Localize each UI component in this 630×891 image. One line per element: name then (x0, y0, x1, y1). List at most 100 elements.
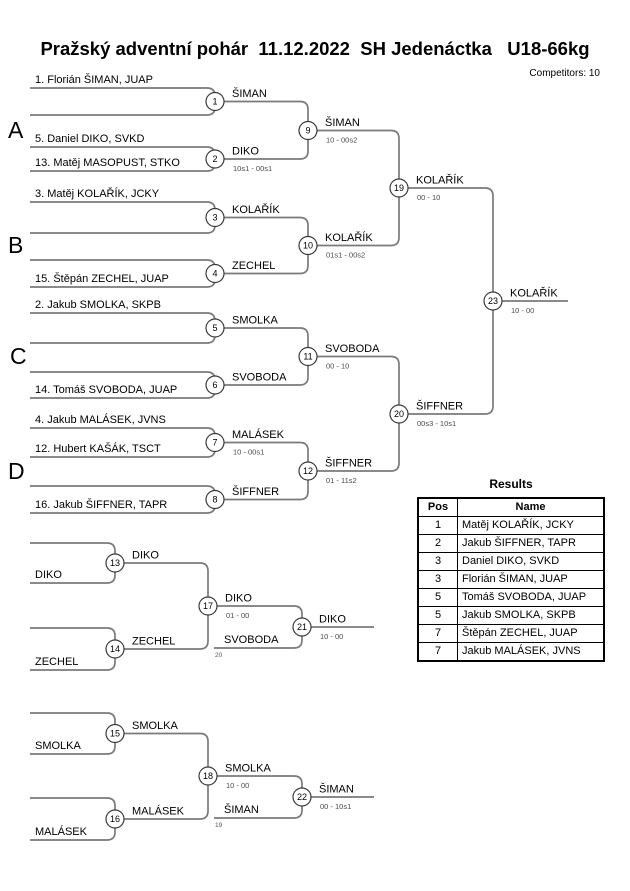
match-node-7: 7 (205, 432, 225, 453)
match-node-6: 6 (205, 375, 225, 395)
match-16-number: 16 (110, 814, 120, 824)
entrant-name: 14. Tomáš SVOBODA, JUAP (35, 384, 177, 396)
bracket-line (408, 187, 494, 415)
match-node-3: 3 (205, 207, 225, 228)
result-pos: 5 (417, 588, 458, 607)
match-node-23: 23 (483, 291, 503, 311)
result-name: Daniel DIKO, SVKD (457, 552, 605, 571)
match-node-21: 21 (292, 617, 312, 637)
match-node-17: 17 (198, 596, 218, 616)
entrant-name: 3. Matěj KOLAŘÍK, JCKY (35, 187, 160, 200)
match-node-10: 10 (298, 235, 318, 256)
match-3-number: 3 (212, 213, 217, 223)
match-13-number: 13 (110, 558, 120, 568)
match-1-winner: ŠIMAN (232, 87, 267, 100)
result-name: Jakub ŠIFFNER, TAPR (457, 534, 605, 553)
group-label-d: D (8, 458, 25, 484)
match-11-number: 11 (303, 352, 312, 362)
competitors-count: Competitors: 10 (529, 68, 600, 79)
match-8-winner: ŠIFFNER (232, 485, 279, 498)
bracket-lines-semifinals (317, 129, 400, 472)
match-node-16: 16 (105, 809, 125, 829)
result-pos: 2 (417, 534, 458, 553)
bracket-line (30, 87, 216, 116)
result-pos: 1 (417, 516, 458, 535)
match-5-winner: SMOLKA (232, 315, 279, 327)
result-pos: 7 (417, 642, 458, 662)
match-2-number: 2 (212, 154, 217, 164)
result-name: Štěpán ZECHEL, JUAP (457, 624, 605, 643)
match-node-2: 2 (205, 149, 225, 169)
match-17-winner: DIKO (225, 593, 252, 605)
match-node-9: 9 (298, 120, 318, 141)
match-13-winner: DIKO (132, 550, 159, 562)
match-18-score: 10 - 00 (226, 781, 249, 790)
repechage-entrant: DIKO (35, 569, 62, 581)
entrant-name: 5. Daniel DIKO, SVKD (35, 133, 144, 145)
match-node-19: 19 (389, 178, 409, 198)
bracket-line (30, 312, 216, 344)
repechage-bracket-1: DIKO ZECHEL DIKO ZECHEL DIKO 01 - 00 SVO… (30, 542, 374, 671)
match-node-4: 4 (205, 263, 225, 284)
results-col-pos: Pos (417, 497, 458, 517)
entrant-name: 16. Jakub ŠIFFNER, TAPR (35, 498, 167, 511)
results-header-row: Pos Name (417, 497, 605, 517)
match-2-winner: DIKO (232, 146, 259, 158)
match-4-winner: ZECHEL (232, 260, 275, 272)
result-name: Tomáš SVOBODA, JUAP (457, 588, 605, 607)
repechage-drop-in: SVOBODA (224, 634, 279, 646)
match-11-winner: SVOBODA (325, 343, 380, 355)
match-11-score: 00 - 10 (326, 362, 349, 371)
match-6-winner: SVOBODA (232, 372, 287, 384)
match-node-12: 12 (298, 461, 318, 481)
repechage-entrant: MALÁSEK (35, 825, 88, 838)
drop-source-match-ref: 19 (215, 822, 223, 829)
match-15-number: 15 (110, 729, 120, 739)
main-bracket: A B C D 1. Florián ŠIMAN, JUAP 5. Daniel… (8, 73, 568, 514)
match-8-number: 8 (212, 495, 217, 505)
bracket-line (30, 201, 216, 234)
entrant-names: 1. Florián ŠIMAN, JUAP 5. Daniel DIKO, S… (35, 73, 180, 511)
match-node-8: 8 (205, 489, 225, 510)
results-col-name: Name (457, 497, 605, 517)
match-node-20: 20 (389, 404, 409, 424)
match-18-winner: SMOLKA (225, 763, 272, 775)
entrant-name: 4. Jakub MALÁSEK, JVNS (35, 413, 166, 426)
result-pos: 3 (417, 552, 458, 571)
result-name: Jakub SMOLKA, SKPB (457, 606, 605, 625)
entrant-name: 13. Matěj MASOPUST, STKO (35, 157, 180, 169)
match-node-18: 18 (198, 766, 218, 786)
match-node-13: 13 (105, 553, 125, 573)
match-9-score: 10 - 00s2 (326, 136, 357, 145)
match-19-winner: KOLAŘÍK (416, 174, 464, 187)
bracket-line (317, 129, 400, 247)
match-7-number: 7 (212, 438, 217, 448)
match-19-number: 19 (394, 183, 404, 193)
match-20-number: 20 (394, 409, 404, 419)
match-17-score: 01 - 00 (226, 611, 249, 620)
match-23-score: 10 - 00 (511, 306, 534, 315)
match-2-score: 10s1 - 00s1 (233, 164, 272, 173)
match-node-22: 22 (292, 787, 312, 807)
group-labels: A B C D (8, 117, 27, 484)
match-7-score: 10 - 00s1 (233, 448, 264, 457)
match-14-number: 14 (110, 644, 120, 654)
entrant-name: 1. Florián ŠIMAN, JUAP (35, 73, 153, 86)
match-4-number: 4 (212, 269, 217, 279)
match-20-winner: ŠIFFNER (416, 400, 463, 413)
entrant-name: 15. Štěpán ZECHEL, JUAP (35, 272, 169, 285)
result-pos: 3 (417, 570, 458, 589)
match-1-number: 1 (212, 97, 217, 107)
match-22-score: 00 - 10s1 (320, 802, 351, 811)
drop-source-match-ref: 20 (215, 652, 223, 659)
result-name: Matěj KOLAŘÍK, JCKY (457, 516, 605, 535)
match-3-winner: KOLAŘÍK (232, 203, 280, 216)
match-21-winner: DIKO (319, 614, 346, 626)
